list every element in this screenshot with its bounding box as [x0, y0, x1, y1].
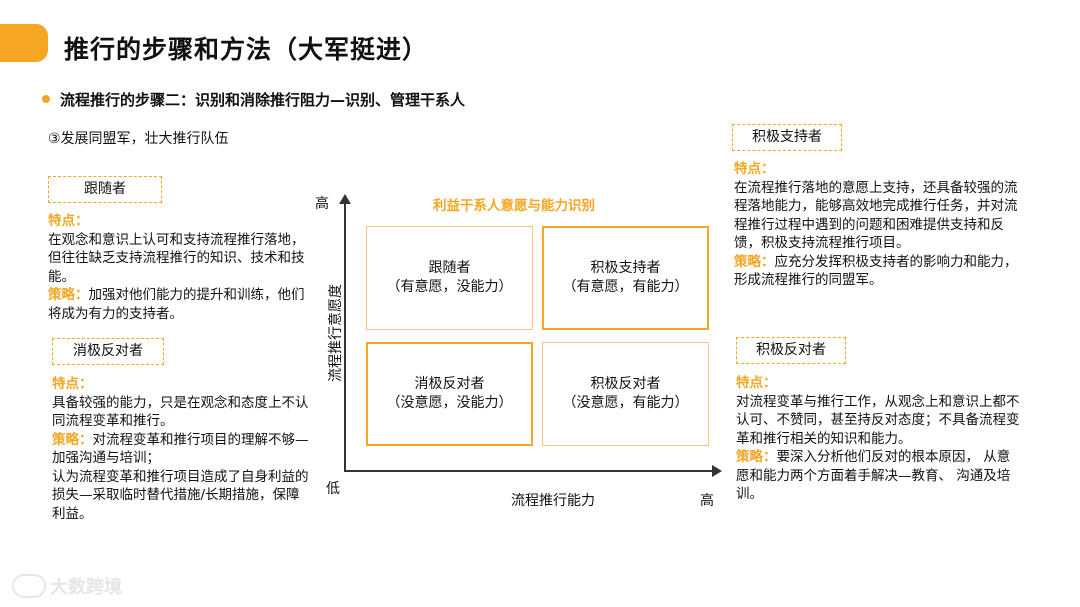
active-supporter-tag: 积极支持者	[732, 124, 842, 151]
cell-name: 消极反对者	[414, 376, 485, 392]
intro-text: ③发展同盟军，壮大推行队伍	[48, 131, 229, 147]
matrix-title: 利益干系人意愿与能力识别	[433, 198, 595, 214]
follower-strategy-label: 策略：	[48, 287, 89, 303]
matrix-cell-active-supporter: 积极支持者 （有意愿，有能力）	[542, 226, 709, 330]
watermark-logo-icon	[12, 574, 46, 598]
passive-feature-text: 具备较强的能力，只是在观念和态度上不认同流程变革和推行。	[52, 394, 309, 430]
cell-desc: （有意愿，没能力）	[386, 279, 513, 295]
active-opponent-block: 特点： 对流程变革与推行工作，从观念上和意识上都不认可、不赞同，甚至持反对态度；…	[736, 374, 1020, 504]
passive-opponent-tag: 消极反对者	[52, 338, 164, 365]
bullet-dot	[42, 95, 50, 103]
watermark: 大数跨境	[12, 573, 122, 599]
opponent-feature-text: 对流程变革与推行工作，从观念上和意识上都不认可、不赞同，甚至持反对态度；不具备流…	[736, 393, 1020, 447]
supporter-feature-text: 在流程推行落地的意愿上支持，还具备较强的流程落地能力，能够高效地完成推行任务，并…	[734, 179, 1018, 252]
x-axis-line	[344, 470, 714, 472]
supporter-strategy-label: 策略：	[734, 253, 775, 270]
y-axis-arrow	[339, 194, 351, 204]
supporter-strategy-text: 应充分发挥积极支持者的影响力和能力，形成流程推行的同盟军。	[734, 253, 1018, 289]
page-title: 推行的步骤和方法（大军挺进）	[64, 35, 429, 64]
x-axis-arrow	[712, 465, 722, 477]
active-supporter-block: 特点： 在流程推行落地的意愿上支持，还具备较强的流程落地能力，能够高效地完成推行…	[734, 160, 1022, 290]
cell-name: 跟随者	[428, 260, 471, 276]
follower-feature-text: 在观念和意识上认可和支持流程推行落地，但往往缺乏支持流程推行的知识、技术和技能。	[48, 231, 305, 285]
watermark-text: 大数跨境	[50, 577, 122, 598]
follower-tag: 跟随者	[48, 176, 162, 203]
matrix-cell-passive-opponent: 消极反对者 （没意愿，没能力）	[366, 342, 533, 446]
y-axis-high-label: 高	[315, 196, 329, 212]
y-axis-line	[344, 202, 346, 472]
y-axis-label: 流程推行意愿度	[328, 284, 344, 382]
header-accent-bar	[0, 24, 48, 62]
passive-strategy-label: 策略：	[52, 431, 93, 448]
cell-desc: （没意愿，没能力）	[386, 395, 513, 411]
passive-feature-label: 特点：	[52, 376, 93, 392]
subtitle: 流程推行的步骤二：识别和消除推行阻力—识别、管理干系人	[60, 91, 466, 109]
matrix-cell-active-opponent: 积极反对者 （没意愿，有能力）	[542, 342, 709, 446]
follower-feature-label: 特点：	[48, 213, 89, 229]
follower-strategy-text: 加强对他们能力的提升和训练，他们将成为有力的支持者。	[48, 287, 305, 322]
supporter-feature-label: 特点：	[734, 161, 775, 177]
opponent-strategy-label: 策略：	[736, 449, 777, 465]
cell-name: 积极反对者	[590, 376, 661, 392]
opponent-feature-label: 特点：	[736, 375, 777, 391]
active-opponent-tag: 积极反对者	[736, 337, 846, 364]
cell-desc: （有意愿，有能力）	[562, 279, 689, 295]
passive-strategy-text-2: 认为流程变革和推行项目造成了自身利益的损失—采取临时替代措施/长期措施，保障利益…	[52, 468, 309, 522]
x-axis-high-label: 高	[700, 493, 714, 509]
passive-opponent-block: 特点： 具备较强的能力，只是在观念和态度上不认同流程变革和推行。 策略：对流程变…	[52, 375, 310, 523]
cell-desc: （没意愿，有能力）	[562, 395, 689, 411]
axis-low-label: 低	[326, 481, 340, 497]
x-axis-label: 流程推行能力	[511, 493, 595, 509]
opponent-strategy-text: 要深入分析他们反对的根本原因， 从意愿和能力两个方面着手解决—教育、 沟通及培训…	[736, 449, 1011, 502]
matrix-cell-follower: 跟随者 （有意愿，没能力）	[366, 226, 533, 330]
passive-strategy-text: 对流程变革和推行项目的理解不够—加强沟通与培训；	[52, 431, 309, 467]
cell-name: 积极支持者	[590, 260, 661, 276]
follower-block: 特点： 在观念和意识上认可和支持流程推行落地，但往往缺乏支持流程推行的知识、技术…	[48, 212, 308, 323]
